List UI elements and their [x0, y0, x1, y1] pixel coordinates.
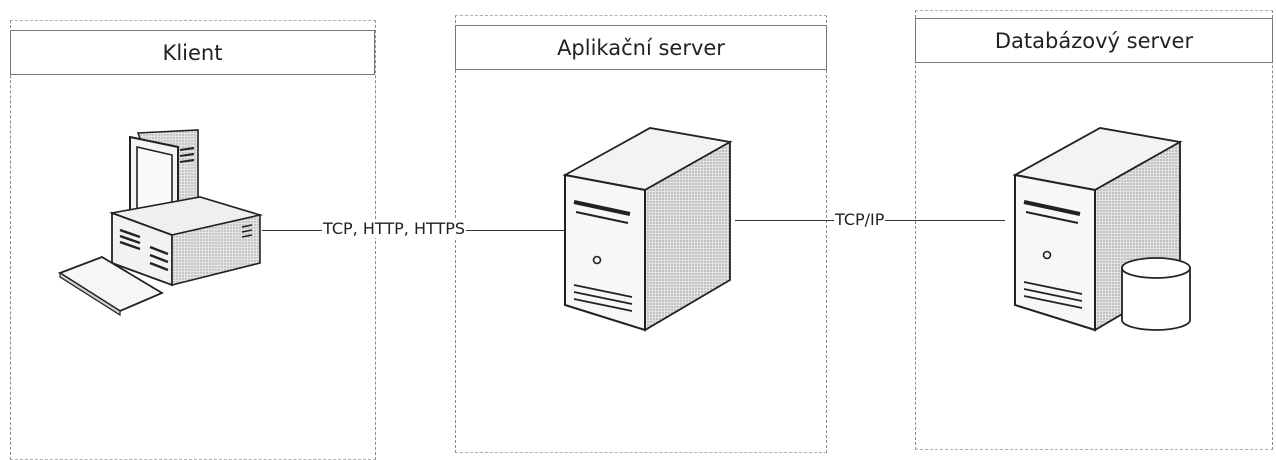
connection-label-app-db: TCP/IP: [834, 210, 886, 229]
tier-db-server-title: Databázový server: [915, 18, 1273, 63]
database-server-icon: [1012, 127, 1191, 332]
desktop-computer-icon: [58, 129, 264, 317]
tier-db-server-column: [915, 10, 1273, 450]
server-tower-icon: [562, 127, 733, 332]
tier-app-server-title: Aplikační server: [455, 25, 827, 70]
connection-label-client-app: TCP, HTTP, HTTPS: [322, 219, 467, 238]
tier-client-title: Klient: [10, 30, 375, 75]
